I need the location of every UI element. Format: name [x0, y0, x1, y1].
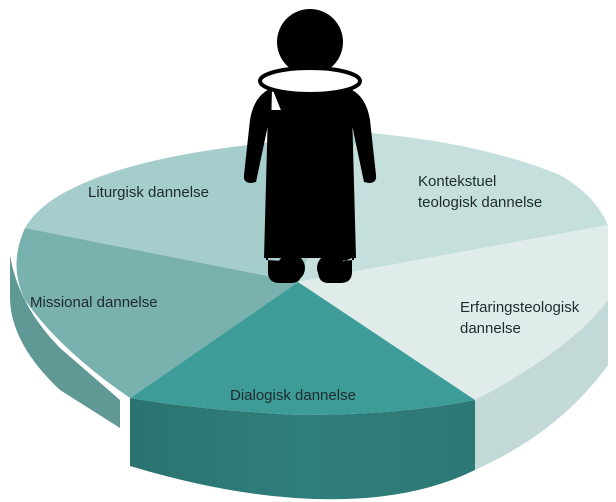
- segment-liturgisk-top: [25, 145, 298, 282]
- label-kontekstuel: Kontekstuel teologisk dannelse: [418, 173, 542, 211]
- segment-erfaring-top: [298, 225, 608, 400]
- segment-missional-side: [10, 255, 120, 428]
- figure-robe-fill: [264, 110, 356, 258]
- wall-shading: [130, 398, 475, 500]
- label-liturgisk: Liturgisk dannelse: [88, 184, 209, 201]
- figure-collar: [258, 66, 362, 96]
- figure-foot-right: [317, 254, 345, 282]
- label-missional: Missional dannelse: [30, 294, 158, 311]
- figure-foot-left: [277, 254, 305, 282]
- label-erfaring: Erfaringsteologisk dannelse: [460, 299, 583, 337]
- segment-kontekstuel-top: [298, 132, 608, 282]
- segment-erfaring-side: [475, 300, 608, 470]
- label-dialogisk: Dialogisk dannelse: [230, 387, 356, 404]
- pastor-figure-icon: [243, 9, 377, 283]
- segment-missional-top: [16, 228, 298, 398]
- figure-head: [277, 9, 343, 75]
- segment-dialogisk-top: [130, 282, 475, 415]
